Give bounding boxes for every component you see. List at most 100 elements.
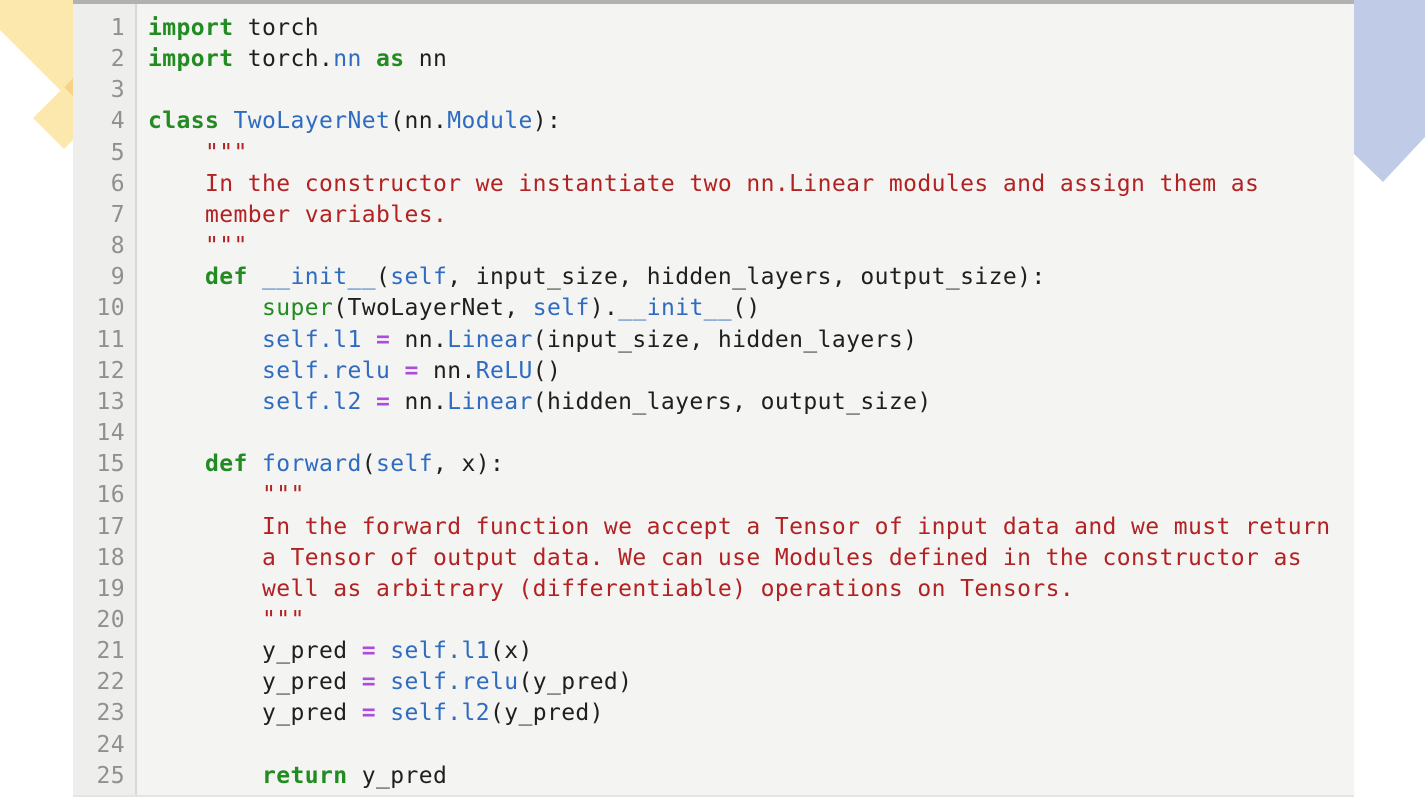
line-number: 11: [96, 326, 125, 353]
code-token-name: ReLU: [475, 357, 533, 384]
code-token-plain: torch: [233, 15, 319, 41]
code-token-keyword: import: [148, 46, 234, 73]
line-number: 8: [110, 233, 125, 260]
line-number: 12: [96, 357, 125, 384]
blue-diamond-decoration: [1353, 0, 1425, 182]
code-token-plain: nn: [404, 46, 448, 73]
code-token-plain: (y_pred): [489, 700, 604, 727]
code-token-string: well as arbitrary (differentiable) opera…: [148, 575, 1075, 602]
code-line: a Tensor of output data. We can use Modu…: [148, 543, 1354, 574]
code-token-plain: (: [375, 264, 391, 291]
code-token-name: self.l1: [390, 638, 490, 665]
code-token-string: In the forward function we accept a Tens…: [148, 513, 1331, 540]
line-number: 19: [96, 575, 125, 602]
line-number: 23: [96, 700, 125, 727]
code-token-string: member variables.: [148, 201, 448, 228]
code-token-name: self.relu: [390, 669, 519, 696]
code-token-plain: ):: [532, 108, 562, 135]
code-line: y_pred = self.relu(y_pred): [148, 667, 1354, 698]
code-token-name: self.l2: [390, 700, 490, 727]
line-number: 5: [110, 139, 125, 166]
line-number: 20: [96, 606, 125, 633]
code-line: class TwoLayerNet(nn.Module):: [148, 106, 1354, 137]
code-token-name: self: [532, 295, 590, 322]
code-token-plain: [148, 295, 262, 321]
code-token-plain: [376, 700, 390, 726]
code-token-operator: =: [361, 669, 376, 696]
line-number: 7: [110, 201, 125, 228]
code-line: """: [148, 138, 1354, 169]
code-token-keyword: as: [375, 46, 405, 73]
code-token-plain: (TwoLayerNet,: [333, 295, 533, 322]
code-token-plain: (x): [489, 638, 533, 665]
code-line: In the constructor we instantiate two nn…: [148, 169, 1354, 200]
code-line: well as arbitrary (differentiable) opera…: [148, 574, 1354, 605]
code-line: def __init__(self, input_size, hidden_la…: [148, 262, 1354, 293]
code-line: In the forward function we accept a Tens…: [148, 512, 1354, 543]
code-token-name: Module: [447, 108, 533, 135]
line-number: 24: [96, 731, 125, 758]
code-token-name: Linear: [447, 388, 533, 415]
code-token-plain: [248, 264, 262, 290]
line-number: 9: [110, 264, 125, 291]
code-token-plain: (): [732, 295, 761, 322]
line-number: 1: [110, 15, 125, 41]
code-token-name: __init__: [262, 264, 376, 291]
code-line: [148, 75, 1354, 106]
code-token-plain: [148, 451, 205, 477]
line-number: 13: [96, 388, 125, 415]
code-line: [148, 730, 1354, 761]
code-line: y_pred = self.l2(y_pred): [148, 698, 1354, 729]
code-token-plain: y_pred: [148, 669, 362, 696]
line-number: 17: [96, 513, 125, 540]
code-token-plain: [362, 327, 376, 353]
code-line: super(TwoLayerNet, self).__init__(): [148, 293, 1354, 324]
code-token-keyword: def: [205, 264, 248, 291]
code-token-plain: [148, 389, 262, 415]
code-line: self.l2 = nn.Linear(hidden_layers, outpu…: [148, 387, 1354, 418]
code-token-plain: [148, 358, 262, 384]
code-line: """: [148, 480, 1354, 511]
code-token-name: TwoLayerNet: [233, 108, 391, 135]
code-token-name: self.l1: [261, 326, 362, 353]
code-line: import torch: [148, 13, 1354, 44]
line-number: 10: [96, 295, 125, 322]
line-number: 25: [96, 762, 125, 789]
code-token-plain: (: [361, 451, 376, 478]
line-number: 16: [96, 482, 125, 509]
code-line: return y_pred: [148, 761, 1354, 792]
code-token-plain: (): [532, 357, 562, 384]
code-token-name: Linear: [447, 326, 533, 353]
line-number: 6: [110, 170, 125, 197]
code-token-operator: =: [404, 357, 419, 384]
code-token-plain: y_pred: [347, 762, 448, 789]
line-number: 2: [110, 46, 125, 73]
code-line: """: [148, 231, 1354, 262]
code-token-name: self.relu: [261, 357, 391, 384]
yellow-diamond-top-decoration: [0, 0, 73, 103]
code-token-plain: [376, 638, 390, 664]
code-token-plain: [219, 108, 233, 134]
line-number: 15: [96, 451, 125, 478]
code-token-plain: [148, 264, 205, 290]
code-line: def forward(self, x):: [148, 449, 1354, 480]
code-token-name: nn: [333, 46, 362, 73]
line-number: 14: [96, 420, 125, 447]
code-token-name: __init__: [618, 295, 733, 322]
code-token-operator: =: [375, 388, 391, 415]
code-line: self.relu = nn.ReLU(): [148, 356, 1354, 387]
code-token-name: self: [375, 451, 433, 478]
code-token-plain: y_pred: [148, 638, 362, 665]
code-token-builtin: super: [261, 295, 334, 322]
code-token-string: """: [148, 233, 248, 260]
code-token-plain: (nn.: [390, 108, 448, 135]
code-token-plain: nn.: [418, 357, 476, 384]
code-token-plain: y_pred: [148, 700, 362, 727]
code-token-plain: ).: [589, 295, 619, 322]
code-token-plain: [248, 451, 262, 477]
code-token-string: In the constructor we instantiate two nn…: [148, 170, 1260, 197]
code-token-operator: =: [361, 638, 376, 665]
